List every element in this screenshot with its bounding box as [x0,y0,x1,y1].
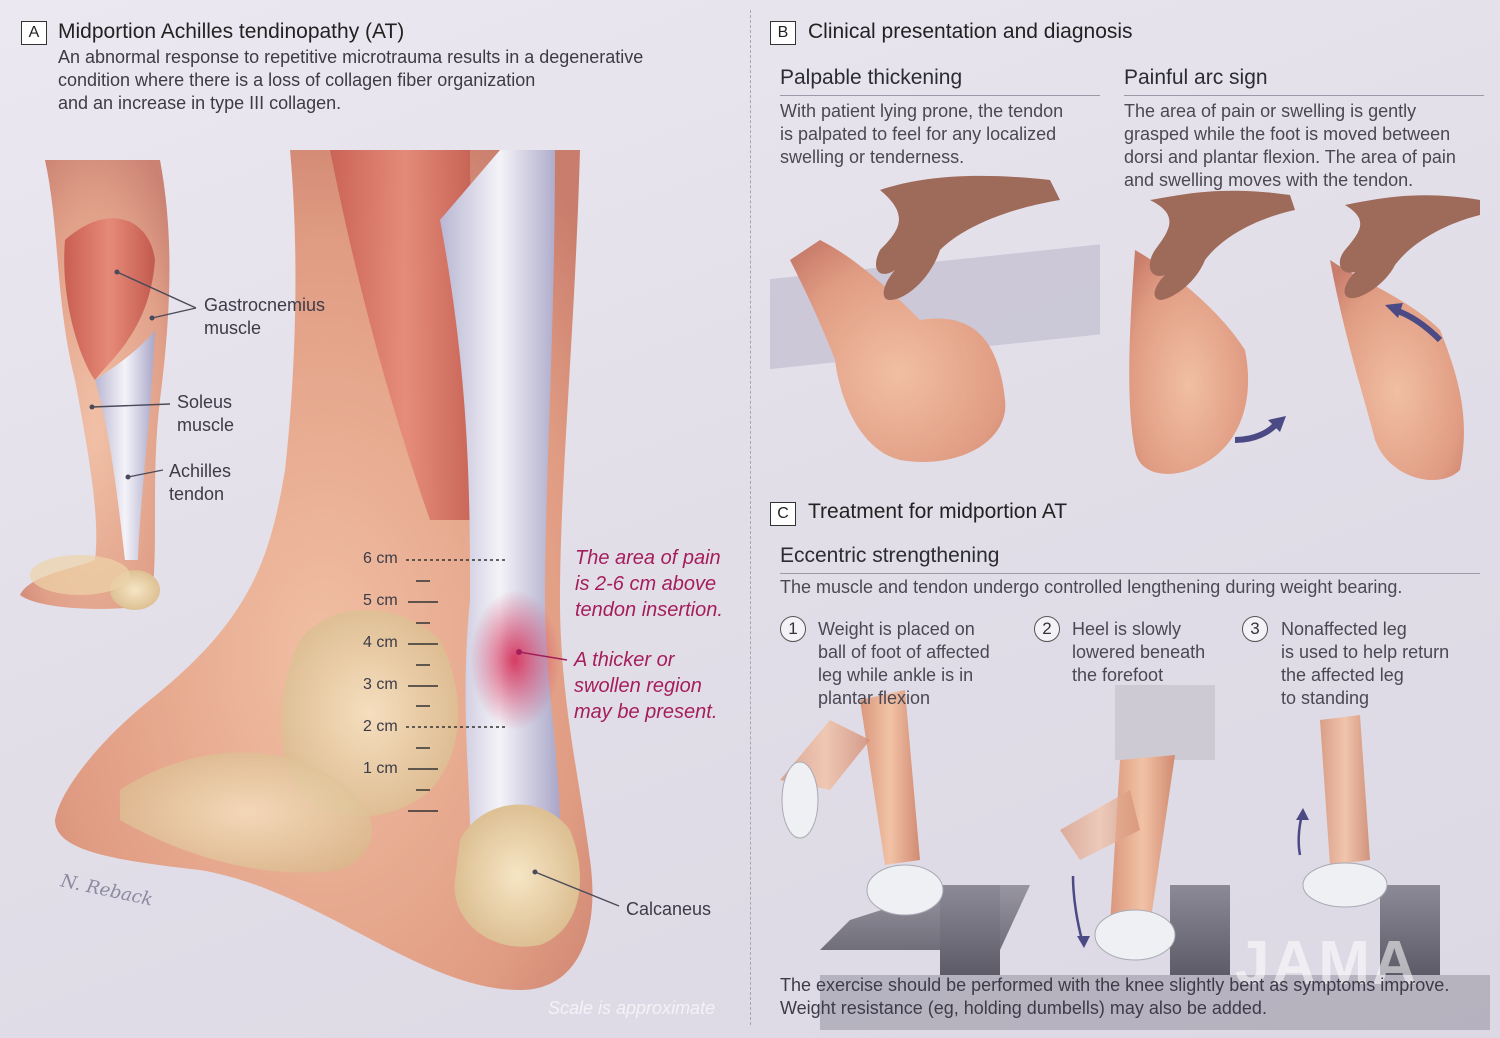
panel-b-title: Clinical presentation and diagnosis [808,20,1133,43]
painful-arc-underline [1124,95,1484,96]
scale-mark-3cm: 3 cm [363,676,398,693]
panel-b-label: B [770,21,796,45]
scale-mark-5cm: 5 cm [363,592,398,609]
scale-mark-1cm: 1 cm [363,760,398,777]
palpable-thickening-title: Palpable thickening [780,66,963,89]
achilles-tendon-label: Achilles tendon [169,461,232,504]
pain-area-note: The area of pain is 2-6 cm above tendon … [575,547,723,621]
soleus-label: Soleus muscle [177,392,235,435]
step-3-text: Nonaffected leg is used to help return t… [1281,619,1450,708]
panel-c-label: C [770,502,796,526]
scale-mark-2cm: 2 cm [363,718,398,735]
step-2-number: 2 [1034,616,1060,642]
scale-caption: Scale is approximate [548,998,716,1018]
step-2-text: Heel is slowly lowered beneath the foref… [1072,619,1206,685]
painful-arc-title: Painful arc sign [1124,66,1268,89]
eccentric-strengthening-title: Eccentric strengthening [780,544,1000,567]
step-3-number: 3 [1242,616,1268,642]
step-1-number: 1 [780,616,806,642]
gastrocnemius-label: Gastrocnemius muscle [204,295,326,338]
palpable-underline [780,95,1100,96]
exercise-note: The exercise should be performed with th… [780,975,1450,1018]
scale-mark-6cm: 6 cm [363,550,398,567]
eccentric-underline [780,573,1480,574]
step-1-text: Weight is placed on ball of foot of affe… [818,619,990,708]
panel-divider [750,10,751,1025]
palpable-thickening-text: With patient lying prone, the tendon is … [780,101,1064,167]
panel-a-label: A [21,21,47,45]
eccentric-intro: The muscle and tendon undergo controlled… [780,577,1403,597]
painful-arc-text: The area of pain or swelling is gently g… [1124,101,1456,190]
calcaneus-label: Calcaneus [626,899,712,919]
panel-c-title: Treatment for midportion AT [808,500,1068,523]
panel-a-description: An abnormal response to repetitive micro… [58,47,644,113]
panel-a-title: Midportion Achilles tendinopathy (AT) [58,20,405,43]
swelling-note: A thicker or swollen region may be prese… [574,649,718,723]
jama-watermark: JAMA [1235,929,1419,998]
scale-mark-4cm: 4 cm [363,634,398,651]
